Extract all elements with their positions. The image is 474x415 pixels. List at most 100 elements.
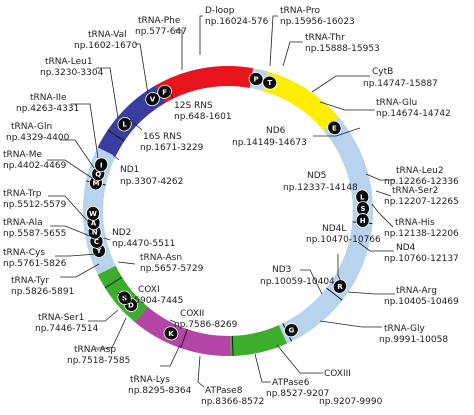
- trna-badge-g-8: G: [284, 323, 299, 338]
- label-nd1-np: np.3307-4262: [120, 177, 183, 187]
- trna-badge-l-20: L: [117, 117, 132, 132]
- leader-trna-val: [135, 43, 149, 95]
- leader-nd4: [357, 241, 394, 252]
- label-trna-ser1-name: tRNA-Ser1: [38, 313, 84, 323]
- label-trna-asp-np: np.7518-7585: [67, 356, 130, 366]
- badge-shape: [332, 279, 347, 294]
- leader-trna-ser2: [375, 190, 392, 197]
- label-trna-gln-np: np.4329-4400: [6, 133, 70, 143]
- badge-shape: [262, 75, 278, 90]
- leader-trna-asp: [95, 317, 127, 349]
- badge-letter: K: [168, 330, 174, 338]
- label-trna-ser1-np: np.7446-7514: [35, 324, 99, 334]
- label-cytb-np: np.14747-15887: [363, 79, 438, 89]
- label-trna-ile-name: tRNA-IIe: [30, 93, 67, 103]
- trna-badge-f-0: F: [157, 84, 172, 99]
- leader-coxi: [117, 292, 129, 299]
- label-dloop-name: D-loop: [205, 6, 235, 16]
- badge-shape: [284, 323, 299, 338]
- leader-trna-leu1: [96, 67, 119, 119]
- label-coxii-name: COXII: [180, 309, 204, 319]
- badge-shape: [145, 92, 160, 107]
- leader-cytb: [311, 75, 370, 93]
- badge-letter: I: [100, 161, 103, 169]
- label-nd3-np: np.10059-10404: [260, 277, 335, 287]
- label-trna-trp-name: tRNA-Trp: [3, 189, 42, 199]
- leader-12s: [165, 85, 174, 99]
- leader-trna-ala: [50, 225, 96, 239]
- trna-badge-i-19: I: [94, 157, 109, 173]
- badge-letter: A: [91, 219, 97, 227]
- label-16s-name: 16S RNS: [143, 132, 182, 142]
- label-trna-arg-np: np.10405-10469: [384, 297, 459, 307]
- leader-trna-phe: [175, 29, 183, 70]
- label-atpase8-np: np.8366-8572: [201, 397, 264, 407]
- badge-letter: N: [92, 229, 98, 237]
- leader-trna-leu2: [365, 173, 395, 181]
- label-trna-trp-np: np.5512-5579: [3, 200, 67, 210]
- label-12s-np: np.648-1601: [174, 112, 232, 122]
- badge-letter: G: [289, 327, 295, 335]
- leader-trna-tyr: [60, 263, 100, 278]
- gene-labels: D-loop np.16024-576 tRNA-Phe np.577-647 …: [3, 6, 459, 407]
- badge-letter: E: [332, 124, 337, 132]
- label-trna-ile-np: np.4263-4331: [16, 104, 79, 114]
- label-trna-glu-np: np.14674-14742: [376, 109, 451, 119]
- label-trna-met-np: np.4402-4469: [3, 161, 67, 171]
- boundary-tick-5: [104, 276, 123, 289]
- label-trna-cys-np: np.5761-5826: [3, 259, 67, 269]
- badge-letter: M: [92, 179, 99, 187]
- label-trna-lys-np: np.8295-8364: [128, 386, 192, 396]
- badge-letter: P: [253, 75, 258, 83]
- label-trna-lys-name: tRNA-Lys: [130, 375, 170, 385]
- badge-letter: F: [162, 88, 167, 96]
- label-nd4-name: ND4: [396, 243, 416, 253]
- label-16s-np: np.1671-3229: [140, 143, 204, 153]
- leader-trna-lys: [160, 344, 181, 367]
- label-trna-ala-name: tRNA-Ala: [3, 218, 43, 228]
- label-trna-met-name: tRNA-Me: [3, 150, 42, 160]
- trna-badge-h-6: H: [355, 213, 370, 228]
- label-trna-phe-np: np.577-647: [135, 27, 187, 37]
- label-nd6-name: ND6: [266, 126, 286, 136]
- badge-letter: L: [122, 121, 127, 129]
- leader-trna-gln: [60, 139, 95, 169]
- label-trna-pro-name: tRNA-Pro: [280, 6, 320, 16]
- label-nd5-name: ND5: [307, 171, 326, 181]
- leader-nd3: [300, 269, 323, 295]
- leader-trna-ser1: [88, 309, 119, 322]
- label-trna-arg-name: tRNA-Arg: [396, 286, 437, 296]
- label-trna-thr-name: tRNA-Thr: [305, 33, 345, 43]
- badge-letter: R: [337, 283, 343, 291]
- badge-shape: [94, 157, 109, 173]
- label-trna-gly-name: tRNA-Gly: [384, 324, 426, 334]
- label-trna-his-name: tRNA-His: [395, 218, 435, 228]
- badge-shape: [163, 326, 179, 341]
- badge-shape: [327, 120, 342, 136]
- label-trna-tyr-name: tRNA-Tyr: [11, 276, 49, 286]
- label-atpase6-np: np.8527-9207: [266, 389, 329, 399]
- boundary-tick-7: [107, 129, 125, 142]
- leader-atpase8: [197, 355, 205, 388]
- leader-trna-arg: [347, 291, 395, 295]
- label-trna-asn-np: np.5657-5729: [140, 264, 204, 274]
- leader-trna-trp: [48, 195, 93, 227]
- leader-trna-his: [371, 203, 394, 228]
- trna-badge-e-3: E: [327, 120, 342, 136]
- badge-letter: L: [360, 193, 365, 201]
- label-nd2-np: np.4470-5511: [112, 239, 175, 249]
- boundary-tick-4: [180, 329, 188, 349]
- badge-letter: C: [94, 238, 99, 246]
- label-trna-pro-np: np.15956-16023: [280, 17, 355, 27]
- leader-dloop: [199, 15, 203, 55]
- trna-badge-t-2: T: [262, 75, 278, 90]
- leader-nd4l: [337, 254, 343, 285]
- leader-lines: [47, 15, 395, 388]
- label-trna-cys-name: tRNA-Cys: [3, 248, 45, 258]
- label-nd2-name: ND2: [112, 228, 131, 238]
- badge-letter: D: [128, 301, 134, 309]
- label-12s-name: 12S RNS: [174, 101, 213, 111]
- label-trna-leu1-np: np.3230-3304: [40, 68, 104, 78]
- leader-16s: [129, 119, 143, 131]
